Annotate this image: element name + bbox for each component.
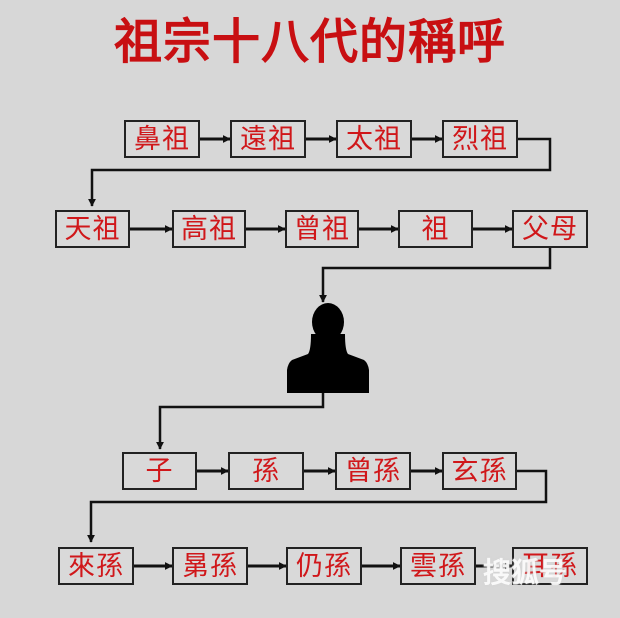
descendant-box-6: 晜孫 [172,547,248,585]
connector-row3-row4 [87,469,548,543]
descendant-box-8: 雲孫 [400,547,476,585]
ancestor-box-8: 祖 [398,210,473,248]
descendant-box-7: 仍孫 [286,547,362,585]
ancestor-box-6: 高祖 [172,210,246,248]
ancestor-box-1: 鼻祖 [124,120,200,158]
ancestor-box-2: 遠祖 [230,120,306,158]
ancestor-box-7: 曾祖 [285,210,359,248]
ancestor-box-5: 天祖 [55,210,130,248]
descendant-box-4: 玄孫 [442,452,517,490]
connector-row1-row2 [88,137,552,207]
ancestor-box-9: 父母 [512,210,588,248]
descendant-box-2: 孫 [228,452,304,490]
watermark: 搜狐号 [482,556,567,589]
descendant-box-1: 子 [122,452,197,490]
descendant-box-5: 來孫 [58,547,134,585]
connector-row2-self [319,248,552,303]
descendant-box-9: 耳孫 [512,547,588,585]
ancestor-box-4: 烈祖 [442,120,518,158]
ancestor-box-3: 太祖 [336,120,412,158]
connector-self-row3 [156,393,325,450]
person-silhouette-icon [287,303,369,393]
descendant-box-3: 曾孫 [335,452,411,490]
page-title: 祖宗十八代的稱呼 [113,14,506,70]
